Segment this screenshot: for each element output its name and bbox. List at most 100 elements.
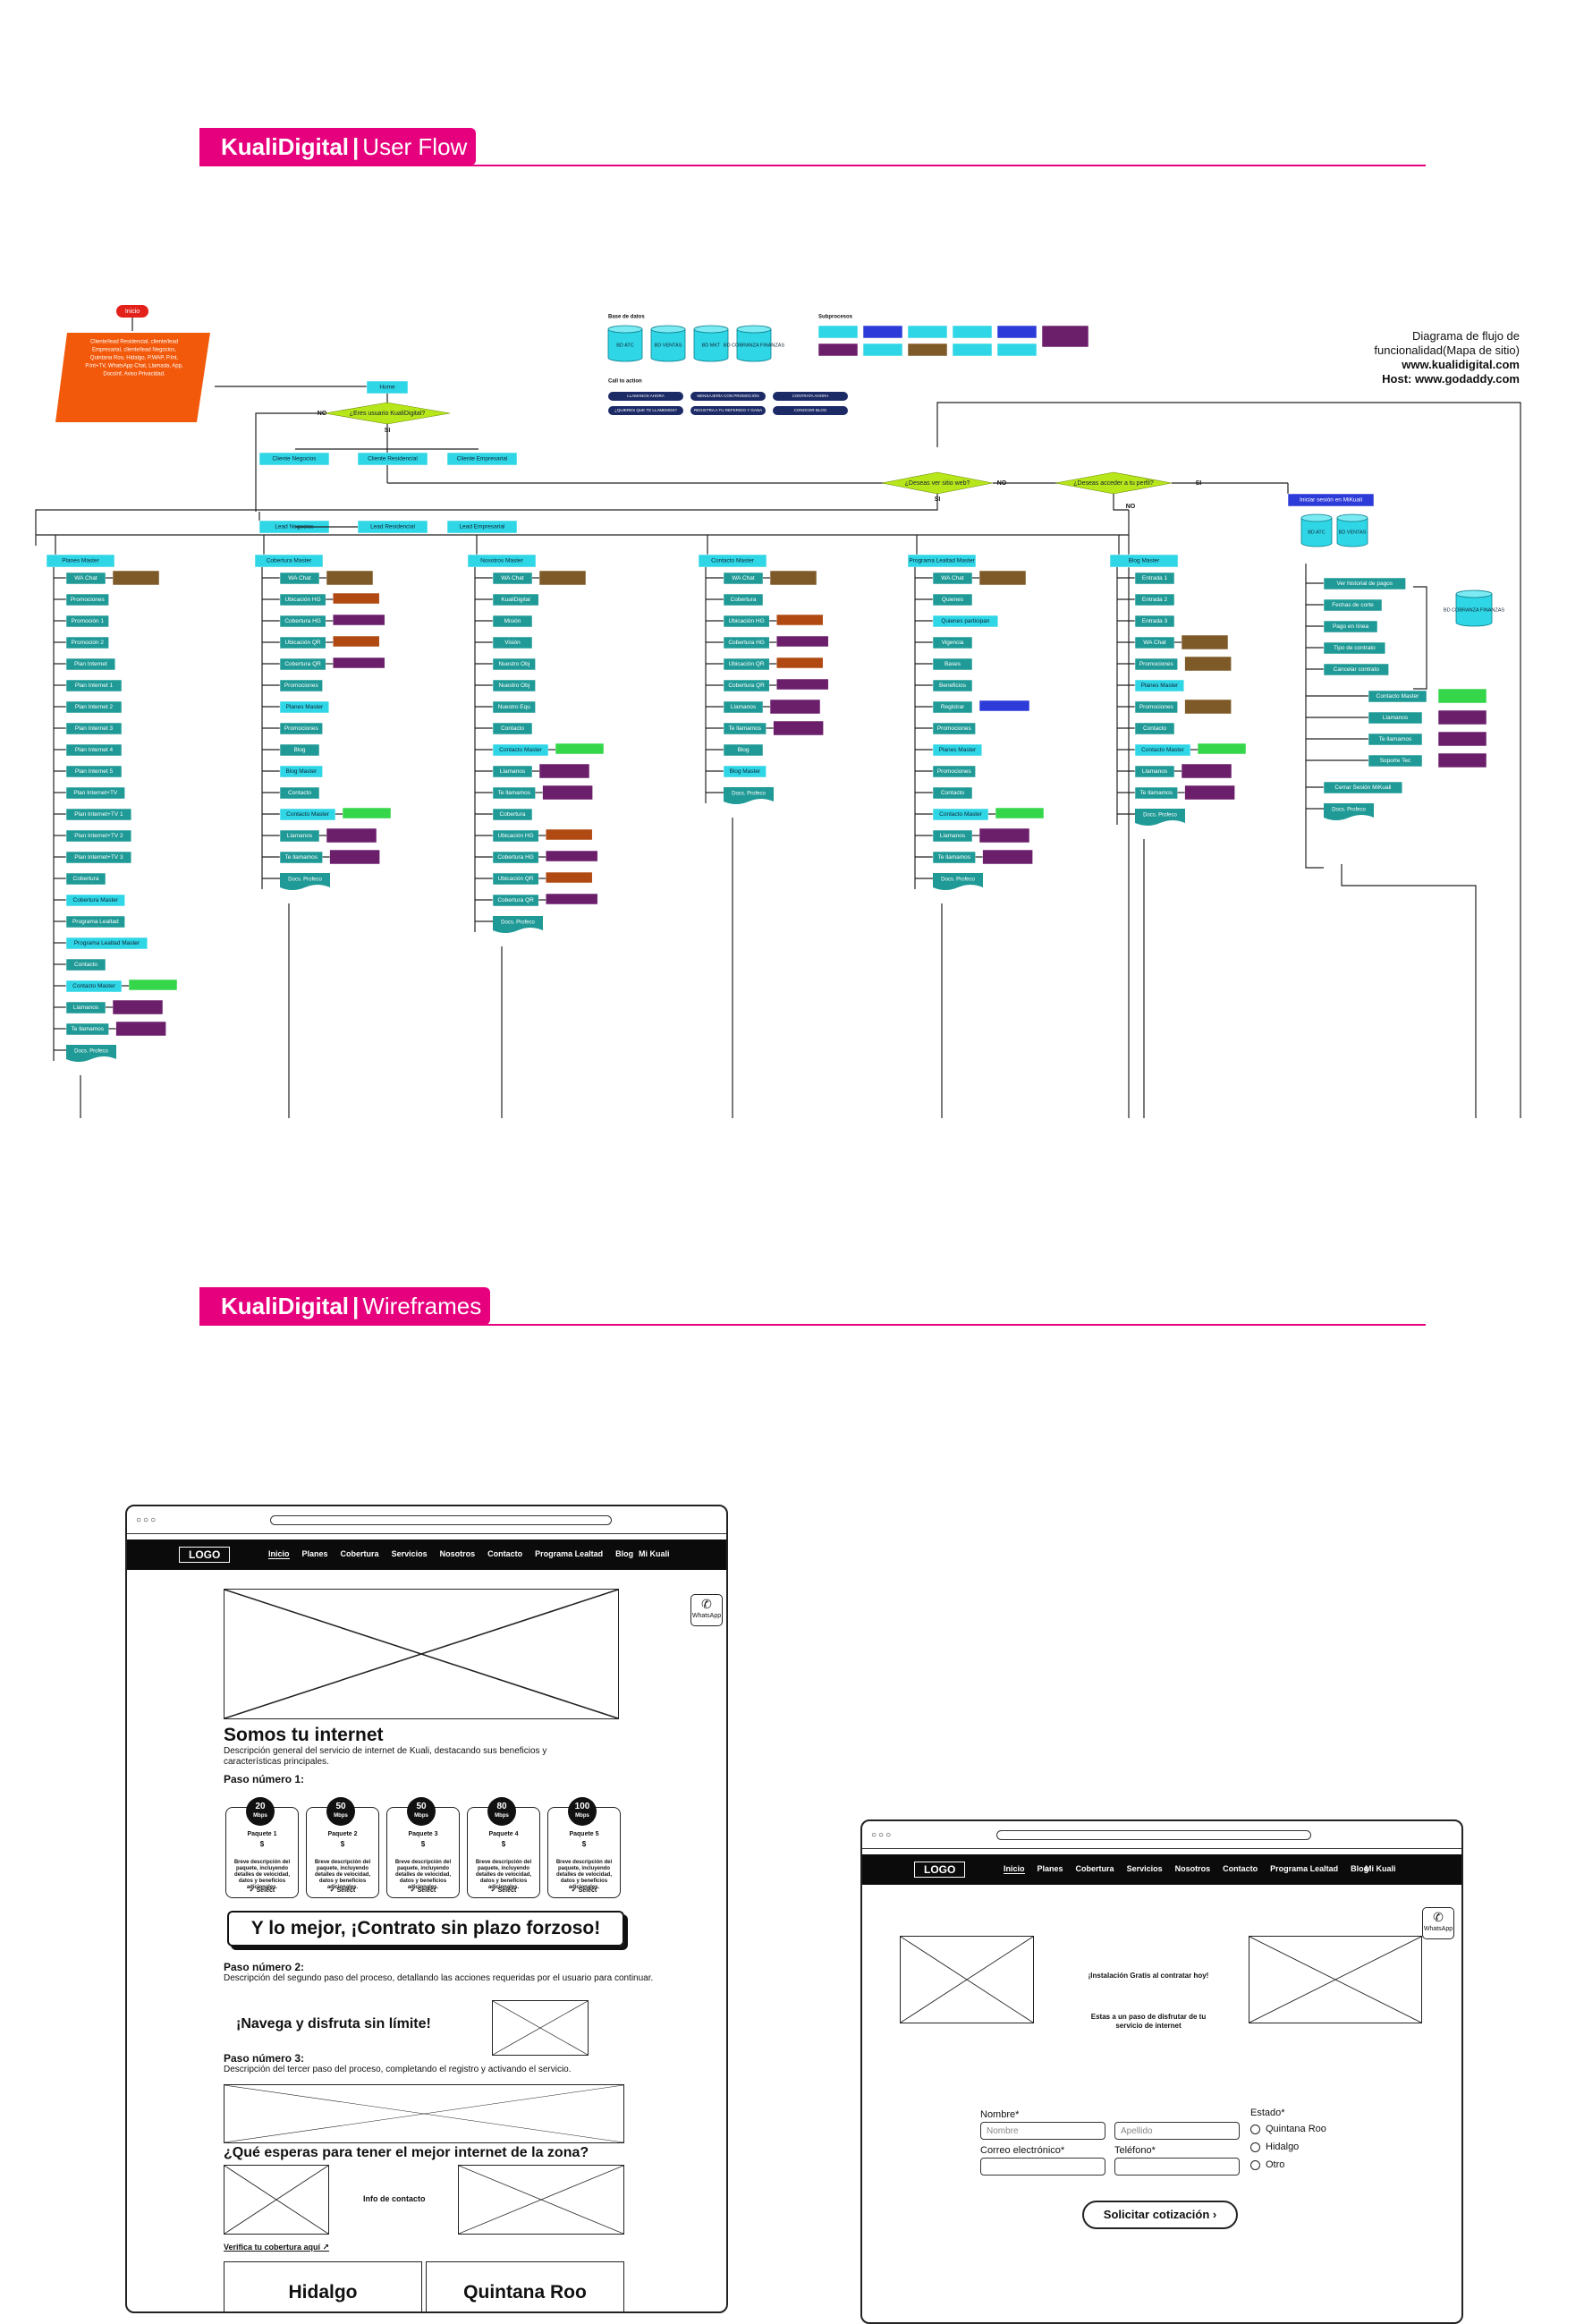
whatsapp-icon: ✆ bbox=[701, 1597, 712, 1611]
legend-cta-pill bbox=[608, 392, 683, 401]
flow-text: Docs. Profeco bbox=[74, 1049, 108, 1055]
flow-node-label: Cobertura HG bbox=[284, 618, 320, 624]
request-quote-button[interactable]: Solicitar cotización › bbox=[1082, 2201, 1238, 2229]
select-button[interactable]: ✔ Select bbox=[490, 1887, 517, 1894]
legend-subprocess-tag bbox=[817, 343, 859, 357]
nav-item-servicios[interactable]: Servicios bbox=[391, 1549, 428, 1558]
subprocess-tag bbox=[769, 699, 821, 715]
subprocess-tag bbox=[332, 614, 385, 626]
flow-node-label: Blog bbox=[293, 747, 305, 753]
flow-node-label: Cancelar contrato bbox=[1334, 666, 1380, 673]
column-item-node bbox=[65, 851, 132, 864]
lead-node bbox=[446, 520, 518, 534]
nav-menu: Inicio Planes Cobertura Servicios Nosotr… bbox=[1004, 1864, 1368, 1874]
column-item-node bbox=[279, 679, 323, 692]
flow-node-label: Promociones bbox=[1139, 704, 1174, 710]
column-item-node bbox=[723, 593, 764, 606]
whatsapp-button[interactable]: ✆ WhatsApp bbox=[690, 1594, 723, 1626]
nav-menu: Inicio Planes Cobertura Servicios Nosotr… bbox=[268, 1549, 633, 1559]
nav-item-servicios[interactable]: Servicios bbox=[1126, 1864, 1163, 1873]
flow-text: Inicio bbox=[125, 309, 140, 315]
nav-item-planes[interactable]: Planes bbox=[301, 1549, 328, 1558]
whatsapp-button[interactable]: ✆ WhatsApp bbox=[1422, 1907, 1454, 1939]
nav-item-cobertura[interactable]: Cobertura bbox=[1075, 1864, 1114, 1873]
promo-image-placeholder-left bbox=[900, 1936, 1034, 2023]
nav-item-nosotros[interactable]: Nosotros bbox=[1174, 1864, 1211, 1873]
select-button[interactable]: ✔ Select bbox=[410, 1887, 436, 1894]
logo[interactable]: LOGO bbox=[914, 1862, 966, 1878]
header-separator: | bbox=[352, 133, 360, 160]
nav-item-mi-kuali[interactable]: Mi Kuali bbox=[1365, 1864, 1396, 1873]
nav-item-programa-lealtad[interactable]: Programa Lealtad bbox=[535, 1549, 604, 1558]
nav-item-contacto[interactable]: Contacto bbox=[487, 1549, 523, 1558]
column-item-node bbox=[65, 593, 109, 606]
nombre-input[interactable]: Nombre bbox=[980, 2122, 1105, 2140]
nav-item-planes[interactable]: Planes bbox=[1037, 1864, 1063, 1873]
select-button[interactable]: ✔ Select bbox=[571, 1887, 597, 1894]
diagram-info-host: Host: www.godaddy.com bbox=[1382, 372, 1520, 386]
telefono-input[interactable] bbox=[1114, 2158, 1240, 2176]
flow-node-label: Cobertura HG bbox=[728, 640, 764, 646]
nav-item-contacto[interactable]: Contacto bbox=[1223, 1864, 1258, 1873]
url-bar[interactable] bbox=[996, 1830, 1311, 1840]
flow-node-label: Planes Master bbox=[62, 558, 99, 564]
flow-node-label: Contacto Master bbox=[1376, 693, 1420, 700]
nav-item-programa-lealtad[interactable]: Programa Lealtad bbox=[1270, 1864, 1339, 1873]
legend-cta-pill bbox=[773, 406, 848, 415]
nav-item-cobertura[interactable]: Cobertura bbox=[340, 1549, 379, 1558]
legend-subprocess-tag bbox=[1041, 325, 1089, 348]
database-icon-top bbox=[1336, 513, 1368, 522]
nav-item-blog[interactable]: Blog bbox=[1351, 1864, 1369, 1873]
logo[interactable]: LOGO bbox=[179, 1547, 231, 1563]
database-icon-top bbox=[607, 325, 643, 334]
hidalgo-card[interactable]: Hidalgo bbox=[224, 2261, 422, 2311]
flow-node-label: Llamanos bbox=[73, 1005, 99, 1011]
column-item-node bbox=[492, 593, 539, 606]
estado-radio-hidalgo[interactable]: Hidalgo bbox=[1250, 2142, 1299, 2152]
flow-text: Quintana Roo, Hidalgo, P.WAP, P.Int, bbox=[90, 356, 179, 361]
nav-item-mi-kuali[interactable]: Mi Kuali bbox=[639, 1549, 670, 1558]
flow-node-label: Home bbox=[379, 385, 395, 391]
legend-cta-pill bbox=[773, 392, 848, 401]
url-bar[interactable] bbox=[270, 1515, 612, 1525]
flow-node-label: Cliente Residencial bbox=[368, 456, 418, 462]
nav-item-inicio[interactable]: Inicio bbox=[1004, 1864, 1025, 1874]
flow-text: Docs. Profeco bbox=[501, 920, 535, 926]
legend-subprocess-tag bbox=[952, 325, 993, 339]
nav-item-blog[interactable]: Blog bbox=[615, 1549, 634, 1558]
column-header-node bbox=[907, 554, 977, 568]
apellido-input[interactable]: Apellido bbox=[1114, 2122, 1240, 2140]
subprocess-tag bbox=[1181, 763, 1232, 779]
flow-text: Docs. Profeco bbox=[732, 792, 766, 797]
profile-item-node bbox=[1368, 754, 1423, 768]
quintana-roo-card[interactable]: Quintana Roo bbox=[426, 2261, 624, 2311]
flow-text: P.Int+TV, WhatsApp Chat, Llamada, App, bbox=[85, 364, 183, 369]
flow-node-label: Entrada 2 bbox=[1142, 597, 1168, 603]
select-button[interactable]: ✔ Select bbox=[249, 1887, 275, 1894]
flow-node-label: Promociones bbox=[71, 597, 106, 603]
flow-node-label: Contacto Master bbox=[1141, 747, 1185, 753]
estado-radio-quintana-roo[interactable]: Quintana Roo bbox=[1250, 2124, 1326, 2134]
flow-text: CONTRATA AHORA bbox=[792, 394, 829, 398]
hero-image-placeholder bbox=[224, 1589, 619, 1719]
flow-text: BD ATC bbox=[1308, 530, 1325, 535]
estado-radio-otro[interactable]: Otro bbox=[1250, 2159, 1284, 2170]
nav-item-nosotros[interactable]: Nosotros bbox=[439, 1549, 476, 1558]
nav-item-inicio[interactable]: Inicio bbox=[268, 1549, 290, 1559]
correo-input[interactable] bbox=[980, 2158, 1105, 2176]
subprocess-tag bbox=[775, 614, 824, 626]
select-button[interactable]: ✔ Select bbox=[329, 1887, 356, 1894]
wireframe-home: ○○○ LOGO Inicio Planes Cobertura Servici… bbox=[125, 1505, 728, 2313]
subprocess-tag bbox=[329, 849, 380, 865]
question-title: ¿Qué esperas para tener el mejor interne… bbox=[224, 2145, 589, 2160]
column-item-node bbox=[65, 722, 123, 735]
verify-coverage-link[interactable]: Verifica tu cobertura aquí ↗ bbox=[224, 2243, 330, 2252]
flow-node-label: Lead Empresarial bbox=[460, 524, 505, 530]
legend-cta-pill bbox=[690, 392, 766, 401]
